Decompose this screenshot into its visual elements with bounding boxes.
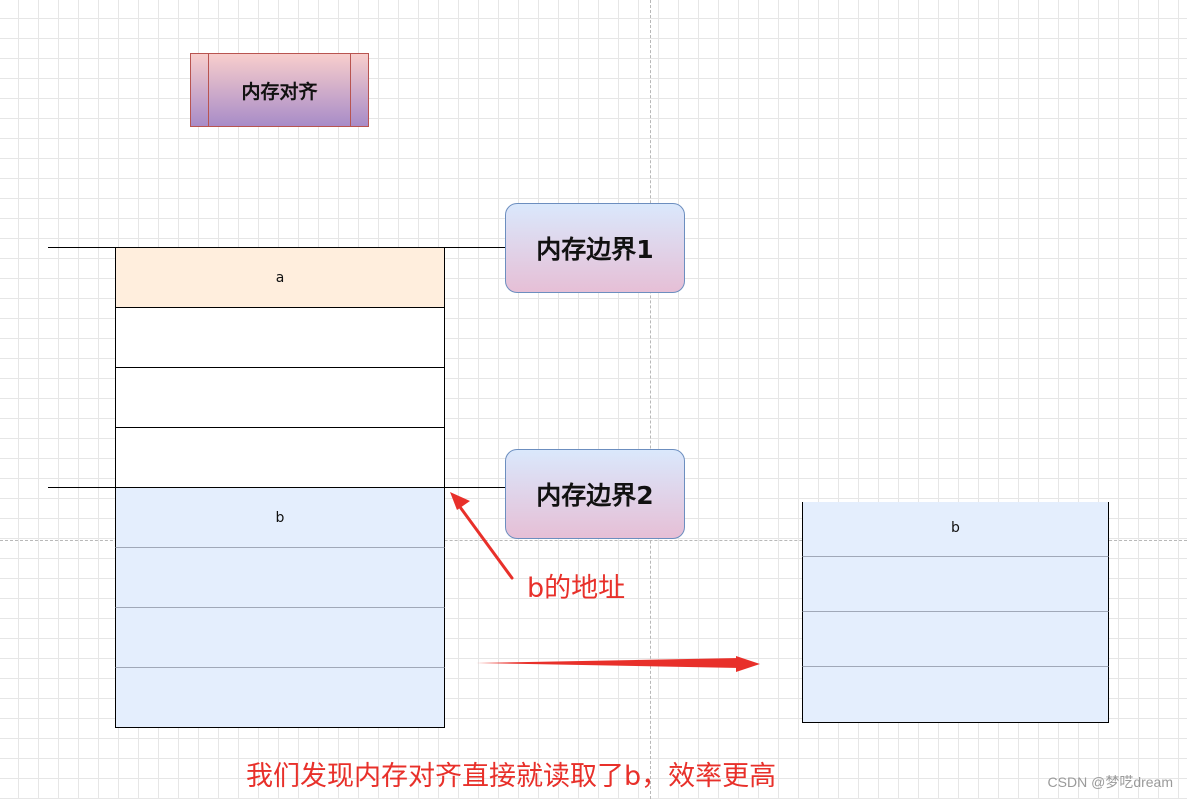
memory-boundary-1-line[interactable] [48,247,505,248]
left-cell-b-2[interactable] [115,548,445,608]
left-cell-b-label: b [275,510,285,526]
left-cell-padding-3[interactable] [115,428,445,488]
address-note: b的地址 [527,573,626,604]
left-cell-a[interactable]: a [115,248,445,308]
left-cell-b-4[interactable] [115,668,445,728]
title-box-right-bar [350,54,351,126]
right-cell-b-2[interactable] [802,557,1109,612]
center-guide-horizontal [0,540,1187,541]
title-label: 内存对齐 [241,80,318,103]
left-cell-padding-1[interactable] [115,308,445,368]
address-arrow-shaft[interactable] [458,505,514,580]
read-arrow-shaft[interactable] [476,658,740,668]
left-memory-block[interactable]: a b [115,248,445,728]
left-cell-b[interactable]: b [115,488,445,548]
right-cell-b-label: b [951,520,960,536]
right-cell-b[interactable]: b [802,502,1109,557]
left-cell-a-label: a [275,270,285,286]
watermark: CSDN @梦呓dream [1047,774,1173,790]
address-arrow-head[interactable] [450,492,470,510]
title-box[interactable]: 内存对齐 [190,53,369,127]
memory-boundary-1-label: 内存边界1 [536,235,654,264]
conclusion-text: 我们发现内存对齐直接就读取了b，效率更高 [246,761,777,792]
memory-boundary-2-label: 内存边界2 [536,481,654,510]
memory-boundary-1-box[interactable]: 内存边界1 [505,203,685,293]
right-memory-block[interactable]: b [802,502,1109,723]
left-cell-padding-2[interactable] [115,368,445,428]
read-arrow-head[interactable] [736,656,760,672]
right-cell-b-3[interactable] [802,612,1109,667]
memory-boundary-2-box[interactable]: 内存边界2 [505,449,685,539]
center-guide-vertical [650,0,651,799]
right-cell-b-4[interactable] [802,667,1109,723]
title-box-left-bar [208,54,209,126]
left-cell-b-3[interactable] [115,608,445,668]
